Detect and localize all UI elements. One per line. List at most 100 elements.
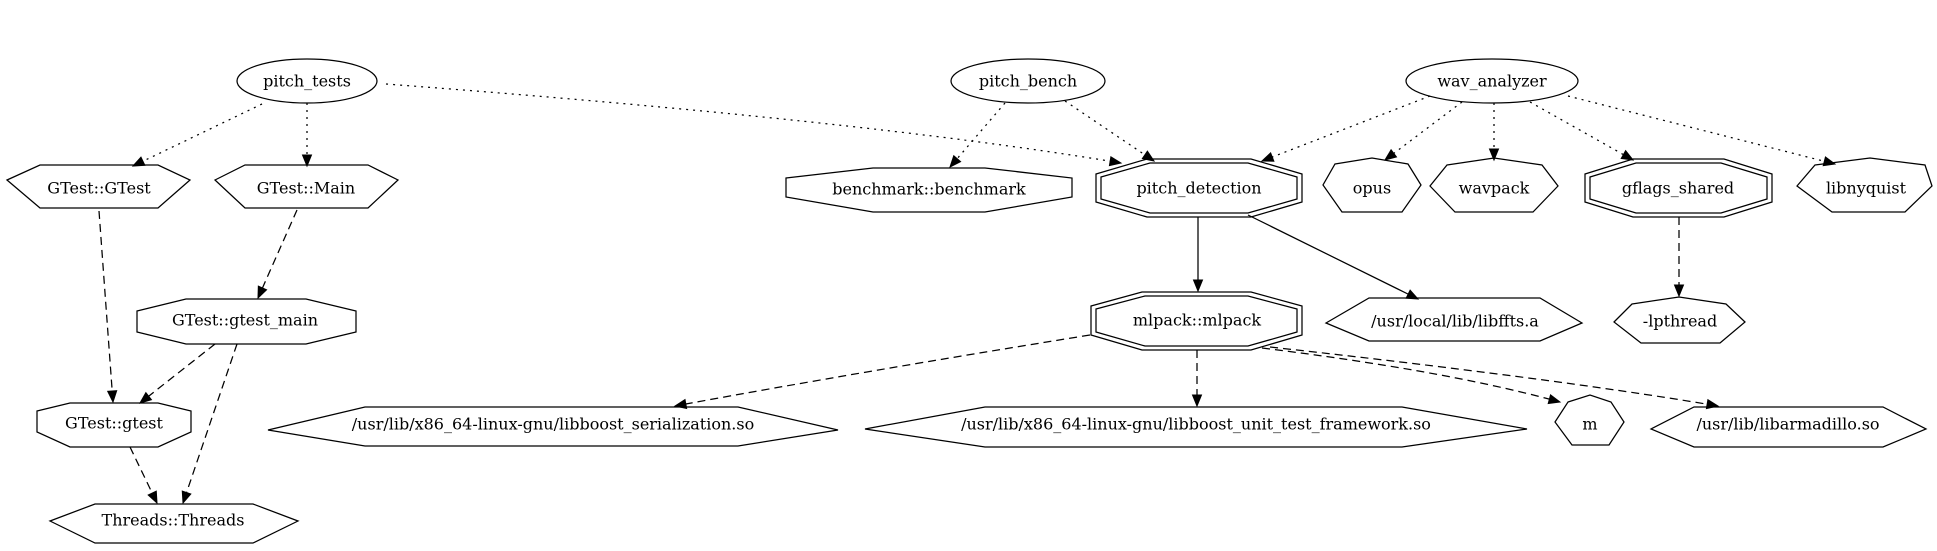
node-label: benchmark::benchmark: [832, 180, 1026, 199]
arrowhead-icon: [1673, 284, 1685, 298]
node-opus: opus: [1322, 157, 1422, 213]
edge-gtest_main_target-to-gtest_main_lib: [257, 209, 298, 300]
edge-line: [385, 83, 1111, 162]
node-gtest-lib: GTest::gtest: [36, 402, 192, 448]
node-label: /usr/lib/x86_64-linux-gnu/libboost_seria…: [352, 415, 754, 434]
edge-gtest_main_lib-to-gtest_lib: [138, 343, 216, 404]
node-mlpack: mlpack::mlpack: [1090, 291, 1303, 351]
node-wav-analyzer: wav_analyzer: [1405, 58, 1579, 104]
edge-line: [1393, 101, 1463, 154]
edge-line: [148, 343, 216, 397]
node-libarmadillo: /usr/lib/libarmadillo.so: [1649, 406, 1928, 448]
node-pitch-bench: pitch_bench: [950, 58, 1106, 104]
node-label: -lpthread: [1643, 312, 1717, 331]
node-label: wavpack: [1459, 179, 1530, 198]
arrowhead-icon: [1620, 149, 1635, 161]
edge-pitch_detection-to-libffts: [1247, 214, 1420, 300]
edges-layer: [98, 83, 1837, 505]
node-gtest-main-target: GTest::Main: [213, 164, 400, 209]
edge-mlpack-to-libarmadillo: [1269, 346, 1720, 410]
arrowhead-icon: [301, 154, 313, 168]
node-gtest-main-lib: GTest::gtest_main: [136, 298, 357, 345]
node-boost-unit-test: /usr/lib/x86_64-linux-gnu/libboost_unit_…: [864, 406, 1528, 448]
arrowhead-icon: [1192, 279, 1204, 293]
edge-mlpack-to-boost_serialization: [673, 334, 1091, 410]
edge-line: [1269, 346, 1708, 405]
node-label: GTest::Main: [257, 179, 355, 198]
edge-line: [685, 334, 1091, 405]
edge-wav_analyzer-to-pitch_detection: [1260, 95, 1431, 162]
node-label: Threads::Threads: [102, 511, 245, 530]
edge-gtest_main_lib-to-threads: [181, 343, 238, 505]
edge-line: [261, 209, 298, 289]
node-label: opus: [1353, 179, 1391, 198]
node-m: m: [1554, 394, 1625, 446]
node-boost-serialization: /usr/lib/x86_64-linux-gnu/libboost_seria…: [267, 406, 839, 447]
arrowhead-icon: [1488, 148, 1500, 162]
arrowhead-icon: [1547, 393, 1562, 405]
arrowhead-icon: [257, 285, 268, 300]
arrowhead-icon: [1108, 155, 1123, 167]
edge-line: [185, 343, 238, 493]
node-label: pitch_tests: [263, 72, 351, 91]
edge-line: [1261, 347, 1550, 400]
node-libffts: /usr/local/lib/libffts.a: [1324, 297, 1584, 342]
edge-line: [98, 210, 113, 392]
edge-gtest_gtest_target-to-gtest_lib: [98, 210, 118, 404]
edge-mlpack-to-m: [1261, 347, 1562, 405]
node-threads: Threads::Threads: [48, 503, 300, 544]
node-label: /usr/lib/x86_64-linux-gnu/libboost_unit_…: [961, 415, 1431, 434]
edge-mlpack-to-boost_unit_test: [1191, 350, 1203, 408]
node-label: GTest::gtest: [65, 414, 163, 433]
edge-line: [1529, 101, 1624, 156]
node-label: m: [1582, 415, 1597, 434]
node-wavpack: wavpack: [1429, 157, 1559, 213]
node-label: /usr/lib/libarmadillo.so: [1696, 415, 1879, 434]
edge-pitch_bench-to-pitch_detection: [1064, 100, 1156, 162]
edge-line: [142, 103, 263, 162]
node-label: /usr/local/lib/libffts.a: [1371, 312, 1539, 331]
edge-gtest_lib-to-threads: [129, 446, 158, 505]
arrowhead-icon: [138, 391, 153, 404]
edge-wav_analyzer-to-gflags_shared: [1529, 101, 1635, 161]
node-gtest-gtest-target: GTest::GTest: [5, 164, 192, 209]
edge-wav_analyzer-to-wavpack: [1488, 103, 1500, 162]
arrowhead-icon: [1260, 151, 1275, 162]
node-libnyquist: libnyquist: [1796, 157, 1933, 213]
arrowhead-icon: [1383, 148, 1398, 161]
node-label: GTest::gtest_main: [172, 311, 318, 330]
edge-pitch_tests-to-gtest_gtest_target: [131, 103, 263, 167]
node-label: gflags_shared: [1622, 179, 1734, 198]
node-label: mlpack::mlpack: [1133, 311, 1262, 330]
arrowhead-icon: [181, 490, 192, 505]
node-label: wav_analyzer: [1437, 72, 1547, 91]
edge-wav_analyzer-to-libnyquist: [1567, 95, 1837, 167]
edge-gflags_shared-to-lpthread: [1673, 217, 1685, 298]
arrowhead-icon: [131, 156, 146, 167]
edge-line: [1064, 100, 1146, 156]
nodes-layer: pitch_tests pitch_bench wav_analyzer GTe…: [5, 58, 1933, 544]
node-label: pitch_detection: [1136, 179, 1261, 198]
edge-pitch_tests-to-gtest_main_target: [301, 103, 313, 168]
edge-pitch_bench-to-benchmark: [949, 102, 1006, 169]
node-lpthread: -lpthread: [1613, 296, 1746, 344]
arrowhead-icon: [1191, 394, 1203, 408]
edge-line: [1567, 95, 1825, 162]
edge-wav_analyzer-to-opus: [1383, 101, 1463, 161]
node-benchmark: benchmark::benchmark: [785, 167, 1073, 213]
edge-pitch_detection-to-mlpack: [1192, 217, 1204, 293]
node-label: libnyquist: [1826, 179, 1907, 198]
node-pitch-tests: pitch_tests: [236, 58, 378, 104]
edge-line: [1272, 95, 1431, 158]
node-gflags-shared: gflags_shared: [1584, 158, 1773, 218]
node-label: pitch_bench: [979, 72, 1077, 91]
arrowhead-icon: [949, 154, 962, 169]
edge-line: [129, 446, 153, 494]
edge-pitch_tests-to-pitch_detection: [385, 83, 1123, 167]
node-pitch-detection: pitch_detection: [1095, 158, 1303, 218]
arrowhead-icon: [147, 490, 158, 505]
arrowhead-icon: [106, 390, 118, 404]
node-label: GTest::GTest: [47, 179, 151, 198]
edge-line: [956, 102, 1006, 160]
